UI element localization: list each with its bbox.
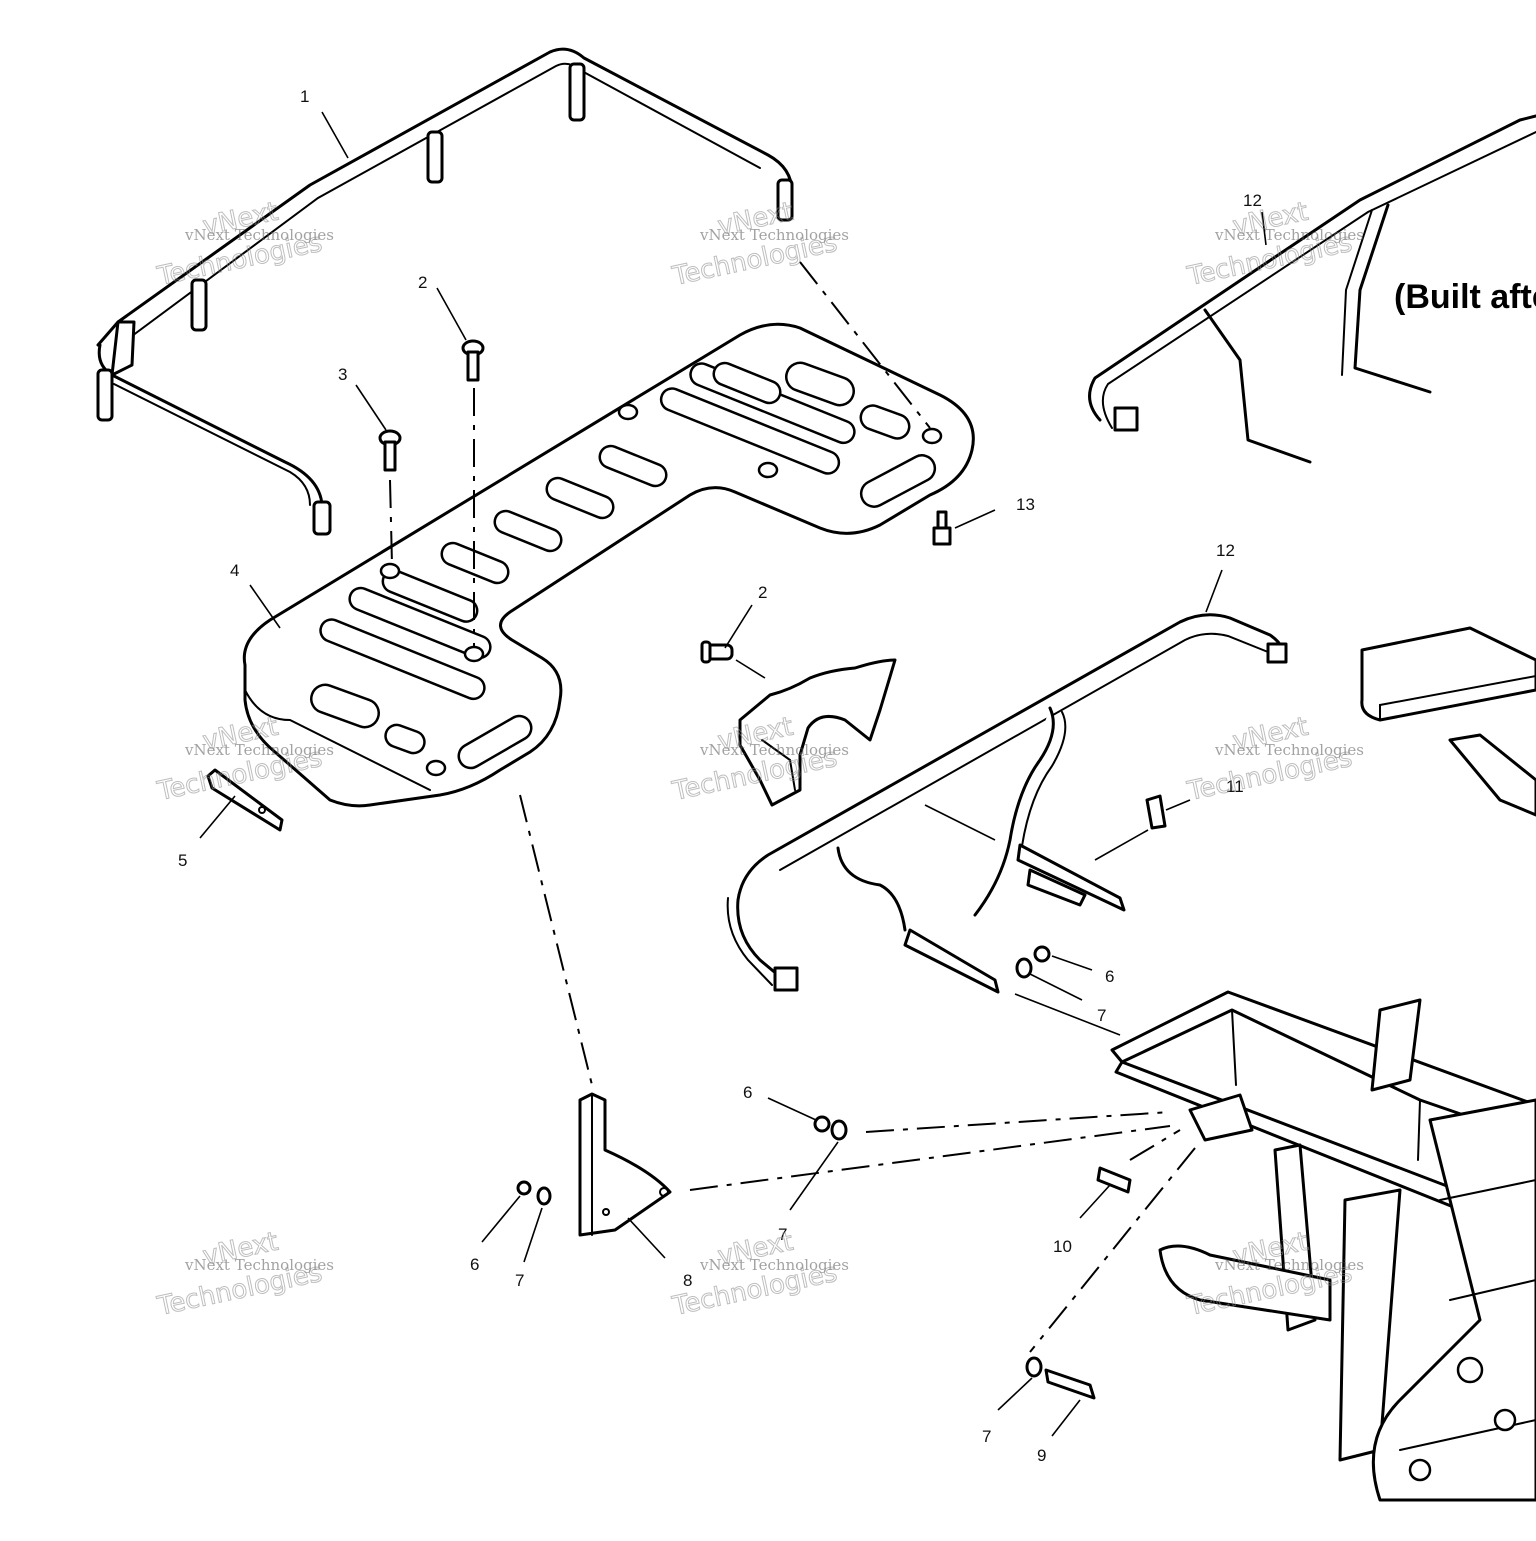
part-13-bolt (932, 510, 952, 546)
svg-text:vNext Technologies: vNext Technologies (699, 1256, 849, 1274)
callout-6-right: 6 (1105, 967, 1114, 986)
washer-7-left (536, 1186, 552, 1206)
heat-shield-fragment (738, 658, 897, 807)
svg-text:vNext Technologies: vNext Technologies (184, 226, 334, 244)
svg-text:vNext Technologies: vNext Technologies (1214, 226, 1364, 244)
callout-8: 8 (683, 1271, 692, 1290)
hardware (516, 794, 1167, 1400)
callout-2-middle: 2 (758, 583, 767, 602)
callout-6-left: 6 (470, 1255, 479, 1274)
svg-text:vNext Technologies: vNext Technologies (184, 1256, 334, 1274)
svg-text:vNext Technologies: vNext Technologies (1214, 1256, 1364, 1274)
washer-7-bottom (1025, 1356, 1043, 1378)
part-5-plate (206, 768, 284, 832)
platform-holes (379, 403, 943, 777)
watermark-bottom-middle: vNext Technologies Technologies vNext (669, 1226, 849, 1322)
callout-1: 1 (300, 87, 309, 106)
nut-6-mid (813, 1115, 831, 1133)
callout-10: 10 (1053, 1237, 1072, 1256)
atv-frame (1110, 626, 1536, 1502)
alignment-lines (389, 261, 1196, 1353)
svg-text:vNext Technologies: vNext Technologies (1214, 741, 1364, 759)
callout-3: 3 (338, 365, 347, 384)
callout-6-middle: 6 (743, 1083, 752, 1102)
callout-12-upper: 12 (1243, 191, 1262, 210)
part-3-bolt (378, 429, 402, 472)
part-12-rail-upper (1088, 114, 1536, 464)
part-2-bolt-upper (461, 339, 485, 382)
callout-2-upper: 2 (418, 273, 427, 292)
callout-13: 13 (1016, 495, 1035, 514)
watermark-mid-right: vNext Technologies Technologies vNext (1184, 711, 1364, 807)
nut-6-right (1033, 945, 1051, 963)
callout-7-right: 7 (1097, 1006, 1106, 1025)
clip-11 (1145, 794, 1167, 830)
callout-11: 11 (1226, 777, 1244, 796)
part-12-rail-lower (726, 613, 1288, 994)
callout-4: 4 (230, 561, 239, 580)
svg-text:vNext Technologies: vNext Technologies (184, 741, 334, 759)
part-8-bracket (578, 1092, 672, 1237)
bolt-9 (1044, 1368, 1096, 1400)
part-4-rack-platform (242, 322, 975, 808)
built-after-note: (Built afte (1394, 278, 1536, 316)
washer-7-mid (830, 1119, 848, 1141)
pin-10 (1096, 1166, 1132, 1194)
svg-text:vNext Technologies: vNext Technologies (699, 741, 849, 759)
platform-slots (310, 361, 937, 770)
part-2-bolt-middle (700, 640, 734, 664)
callout-12-lower: 12 (1216, 541, 1235, 560)
svg-text:vNext Technologies: vNext Technologies (699, 226, 849, 244)
callouts: 1 2 3 4 5 2 12 12 13 11 6 7 6 7 6 7 8 (178, 87, 1267, 1465)
callout-7-bottom: 7 (982, 1427, 991, 1446)
callout-7-middle: 7 (778, 1225, 787, 1244)
watermark-mid-middle: vNext Technologies Technologies vNext (669, 711, 849, 807)
watermark-bottom-left: vNext Technologies Technologies vNext (154, 1226, 334, 1322)
part-1-rack-rail (96, 47, 794, 536)
washer-7-right (1015, 957, 1033, 979)
callout-5: 5 (178, 851, 187, 870)
callout-7-left: 7 (515, 1271, 524, 1290)
callout-9: 9 (1037, 1446, 1046, 1465)
nut-6-left (516, 1180, 532, 1196)
